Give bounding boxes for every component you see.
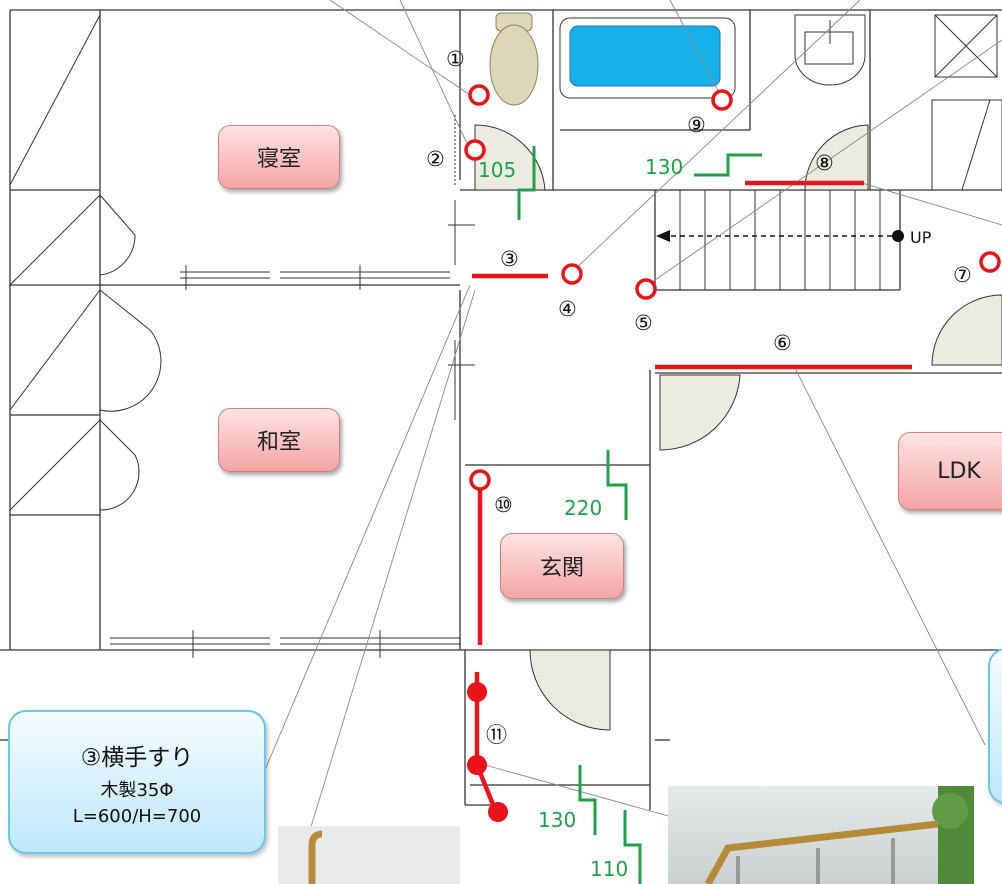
marker-10: ⑩ xyxy=(494,493,513,517)
marker-3: ③ xyxy=(500,247,519,271)
marker-6: ⑥ xyxy=(773,331,792,355)
room-label-washitsu: 和室 xyxy=(218,408,340,472)
handrail-photo-small xyxy=(278,826,460,884)
room-label-bedroom: 寝室 xyxy=(218,125,340,189)
grab-point-10 xyxy=(469,469,491,491)
step-110: 110 xyxy=(590,857,628,881)
step-130-bath: 130 xyxy=(645,155,683,179)
grab-point-9 xyxy=(711,89,733,111)
grab-point-7 xyxy=(979,251,1001,273)
callout-material: 木製35Φ xyxy=(100,780,174,801)
grab-point-1 xyxy=(468,84,490,106)
marker-1: ① xyxy=(446,47,465,71)
stair-up-label: UP xyxy=(910,228,932,247)
handrail-3-callout: ③横手すり 木製35Φ L=600/H=700 xyxy=(8,710,266,854)
room-label-genkan: 玄関 xyxy=(500,533,624,599)
bracket-image xyxy=(308,830,323,884)
handrail-image xyxy=(704,786,974,884)
step-values: 105 130 220 130 110 xyxy=(478,155,683,881)
room-label-ldk: LDK xyxy=(898,432,1002,510)
swing-doors xyxy=(474,99,1002,731)
callout-dims: L=600/H=700 xyxy=(72,806,202,827)
grab-point-2 xyxy=(464,139,486,161)
stairs xyxy=(654,190,904,290)
handrail-photo-large xyxy=(668,786,974,884)
marker-8: ⑧ xyxy=(815,151,834,175)
step-130-entry: 130 xyxy=(538,808,576,832)
grab-point-5 xyxy=(635,278,657,300)
leader-lines xyxy=(264,0,1002,831)
grab-point-4 xyxy=(561,263,583,285)
marker-9: ⑨ xyxy=(687,113,706,137)
step-marks xyxy=(517,146,762,884)
handrails xyxy=(464,84,1001,822)
marker-labels: ① ② ③ ④ ⑤ ⑥ ⑦ ⑧ ⑨ ⑩ ⑪ UP xyxy=(426,47,972,747)
step-105: 105 xyxy=(478,158,516,182)
sliding-doors xyxy=(110,115,475,658)
marker-4: ④ xyxy=(558,297,577,321)
step-220: 220 xyxy=(564,496,602,520)
fixtures xyxy=(489,12,998,106)
marker-11: ⑪ xyxy=(486,723,507,747)
marker-2: ② xyxy=(426,147,445,171)
right-callout xyxy=(988,648,1002,804)
marker-7: ⑦ xyxy=(953,263,972,287)
marker-5: ⑤ xyxy=(634,311,653,335)
callout-title: ③横手すり xyxy=(80,745,194,771)
closet-doors xyxy=(9,14,162,511)
